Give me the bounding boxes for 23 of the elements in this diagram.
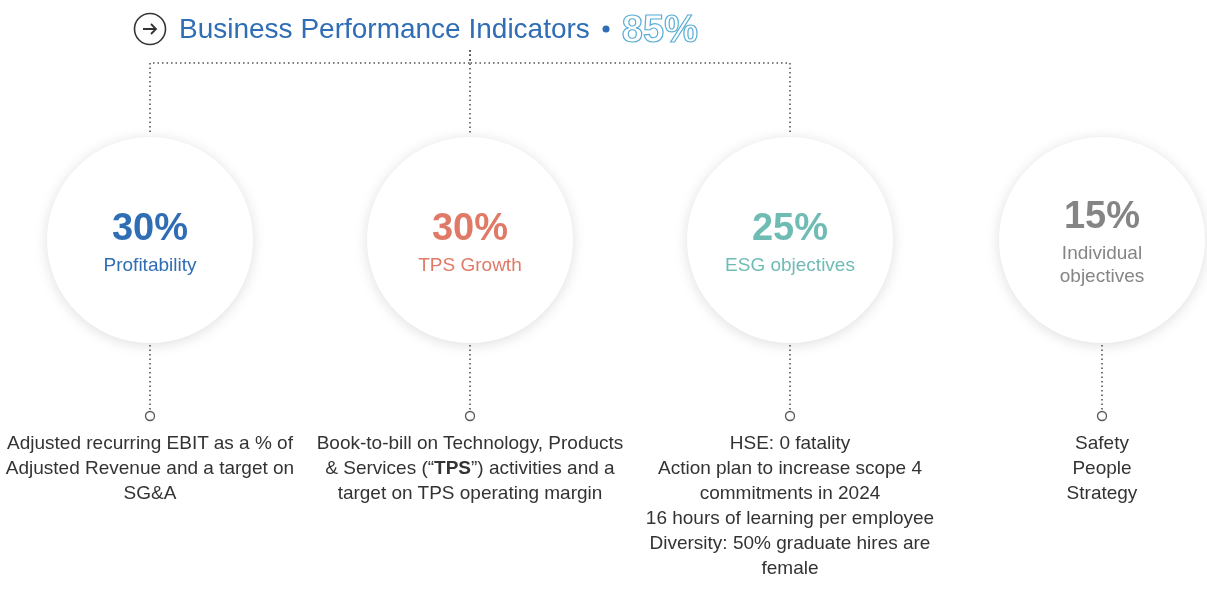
leader-line [784, 344, 796, 422]
title-text: Business Performance Indicators [179, 13, 590, 45]
category-label: TPS Growth [417, 252, 523, 276]
description-text: Strategy [1065, 481, 1139, 505]
description-text: 16 hours of learning per employee [644, 506, 936, 530]
leader-line [1096, 344, 1108, 422]
leader-line [464, 344, 476, 422]
description-text: Safety [1074, 431, 1130, 455]
description-text: Adjusted recurring EBIT as a % of Adjusted Revenue and a target on SG&A [4, 431, 296, 505]
description-text: People [1071, 456, 1133, 480]
description-text: Diversity: 50% graduate hires are female [648, 531, 932, 580]
category-label: ESG objectives [724, 252, 856, 276]
description-text: Book-to-bill on Technology, Products & Services (“TPS”) activities and a target on TPS operating margin [315, 431, 625, 505]
weight-percentage: 30% [431, 204, 509, 249]
description-text: HSE: 0 fatality [728, 431, 852, 455]
overall-percentage: 85% [621, 7, 698, 51]
weight-percentage: 15% [1063, 193, 1141, 237]
category-label: Profitability [102, 252, 198, 276]
description-text: Action plan to increase scope 4 commitments in 2024 [656, 456, 924, 505]
weight-percentage: 30% [111, 204, 189, 249]
category-label: Individual objectives [1058, 241, 1146, 287]
weight-percentage: 25% [751, 204, 829, 249]
leader-line [144, 344, 156, 422]
